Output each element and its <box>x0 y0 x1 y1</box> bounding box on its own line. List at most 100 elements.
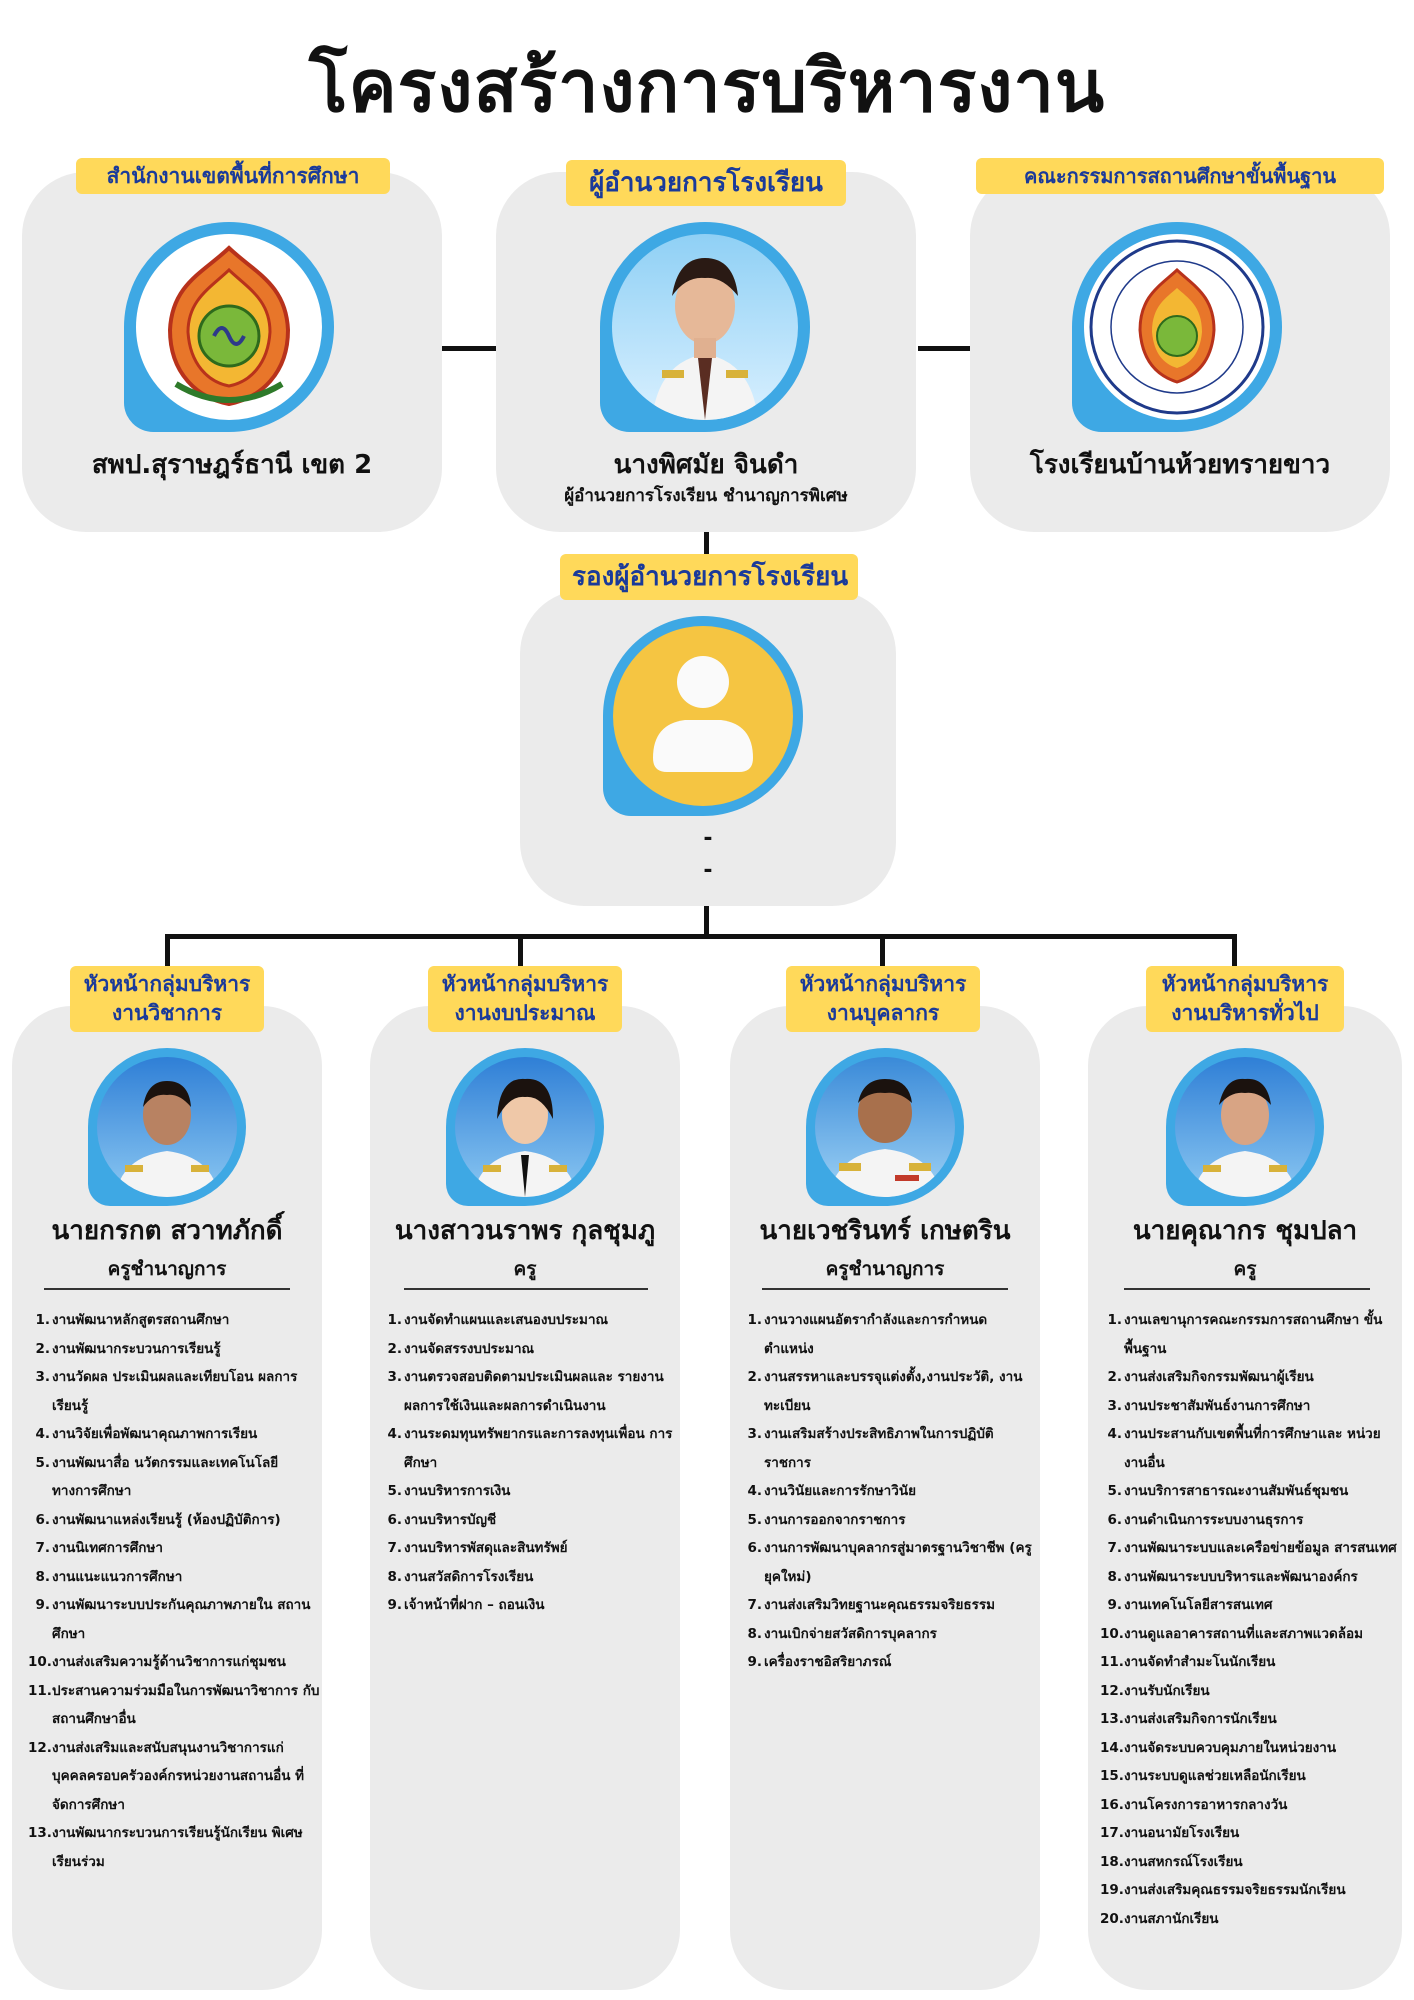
duty-item: 9.งานพัฒนาระบบประกันคุณภาพภายใน สถานศึกษ… <box>35 1597 311 1642</box>
duty-item: 12.งานรับนักเรียน <box>1100 1682 1210 1699</box>
personnel-head-photo-frame <box>806 1048 964 1206</box>
duty-item: 1.งานจัดทำแผนและเสนองบประมาณ <box>387 1312 609 1328</box>
deputy-photo-frame <box>603 616 803 816</box>
connector-line <box>1232 934 1237 968</box>
duty-item: 5.งานพัฒนาสื่อ นวัตกรรมและเทคโนโลยี ทางก… <box>35 1454 279 1500</box>
connector-line <box>918 346 972 351</box>
academic-head-position: ครูชำนาญการ <box>107 1258 227 1280</box>
duty-item: 2.งานจัดสรรงบประมาณ <box>387 1340 535 1357</box>
duty-item: 8.งานแนะแนวการศึกษา <box>35 1568 183 1585</box>
duty-item: 6.งานดำเนินการระบบงานธุรการ <box>1107 1511 1304 1528</box>
divider <box>404 1288 648 1290</box>
connector-line <box>165 934 170 968</box>
budget-head-photo-frame <box>446 1048 604 1206</box>
tag-deputy: รองผู้อำนวยการโรงเรียน <box>560 554 858 600</box>
duty-item: 2.งานสรรหาและบรรจุแต่งตั้ง,งานประวัติ, ง… <box>747 1369 1023 1414</box>
duty-item: 3.งานเสริมสร้างประสิทธิภาพในการปฏิบัติ ร… <box>747 1426 994 1471</box>
connector-line <box>518 934 523 968</box>
duty-item: 7.งานนิเทศการศึกษา <box>35 1540 163 1556</box>
duty-item: 16.งานโครงการอาหารกลางวัน <box>1100 1796 1288 1813</box>
duty-item: 9.งานเทคโนโลยีสารสนเทศ <box>1107 1597 1273 1613</box>
budget-head-photo <box>455 1057 595 1197</box>
academic-head-photo <box>97 1057 237 1197</box>
personnel-head-position: ครูชำนาญการ <box>825 1258 945 1280</box>
deputy-position: - <box>703 858 713 883</box>
duty-item: 3.งานตรวจสอบติดตามประเมินผลและ รายงานผลก… <box>387 1369 664 1414</box>
general-head-position: ครู <box>1233 1258 1257 1280</box>
duty-item: 4.งานระดมทุนทรัพยากรและการลงทุนเพื่อน กา… <box>387 1426 673 1471</box>
academic-duty-list: 1.งานพัฒนาหลักสูตรสถานศึกษา 2.งานพัฒนากร… <box>28 1306 320 1876</box>
office-name: สพป.สุราษฎร์ธานี เขต 2 <box>91 450 373 480</box>
duty-item: 2.งานส่งเสริมกิจกรรมพัฒนาผู้เรียน <box>1107 1369 1314 1385</box>
duty-item: 12.งานส่งเสริมและสนับสนุนงานวิชาการแก่ บ… <box>28 1739 305 1813</box>
duty-item: 6.งานบริหารบัญชี <box>387 1511 497 1528</box>
tag-director: ผู้อำนวยการโรงเรียน <box>566 160 846 206</box>
duty-item: 3.งานวัดผล ประเมินผลและเทียบโอน ผลการเรี… <box>35 1369 298 1414</box>
tag-budget-group: หัวหน้ากลุ่มบริหารงานงบประมาณ <box>428 966 622 1032</box>
director-name: นางพิศมัย จินดำ <box>613 450 799 480</box>
tag-personnel-group: หัวหน้ากลุ่มบริหารงานบุคลากร <box>786 966 980 1032</box>
duty-item: 6.งานพัฒนาแหล่งเรียนรู้ (ห้องปฏิบัติการ) <box>35 1511 281 1528</box>
user-avatar-icon <box>613 626 793 806</box>
duty-item: 4.งานวินัยและการรักษาวินัย <box>747 1483 916 1499</box>
office-seal-logo <box>136 234 322 420</box>
duty-item: 5.งานบริการสาธารณะงานสัมพันธ์ชุมชน <box>1107 1483 1349 1499</box>
duty-item: 10.งานส่งเสริมความรู้ด้านวิชาการแก่ชุมชน <box>28 1654 286 1670</box>
office-logo-frame <box>124 222 334 432</box>
general-head-name: นายคุณากร ชุมปลา <box>1132 1216 1358 1246</box>
duty-item: 18.งานสหกรณ์โรงเรียน <box>1100 1853 1243 1870</box>
academic-head-name: นายกรกต สวาทภักดิ์ <box>51 1216 283 1246</box>
duty-item: 14.งานจัดระบบควบคุมภายในหน่วยงาน <box>1100 1739 1337 1756</box>
page-title: โครงสร้างการบริหารงาน <box>308 44 1106 128</box>
duty-item: 6.งานการพัฒนาบุคลากรสู่มาตรฐานวิชาชีพ (ค… <box>747 1540 1032 1585</box>
duty-item: 3.งานประชาสัมพันธ์งานการศึกษา <box>1107 1397 1311 1414</box>
duty-item: 19.งานส่งเสริมคุณธรรมจริยธรรมนักเรียน <box>1100 1882 1346 1898</box>
school-logo-frame <box>1072 222 1282 432</box>
duty-item: 8.งานสวัสดิการโรงเรียน <box>387 1568 534 1585</box>
divider <box>1124 1288 1370 1290</box>
duty-item: 1.งานพัฒนาหลักสูตรสถานศึกษา <box>35 1312 230 1328</box>
duty-item: 10.งานดูแลอาคารสถานที่และสภาพแวดล้อม <box>1100 1625 1363 1642</box>
divider <box>44 1288 290 1290</box>
tag-education-office: สำนักงานเขตพื้นที่การศึกษา <box>76 158 390 194</box>
duty-item: 5.งานการออกจากราชการ <box>747 1511 906 1528</box>
tag-academic-group: หัวหน้ากลุ่มบริหารงานวิชาการ <box>70 966 264 1032</box>
duty-item: 15.งานระบบดูแลช่วยเหลือนักเรียน <box>1100 1768 1306 1784</box>
school-seal-logo <box>1084 234 1270 420</box>
connector-line <box>440 346 496 351</box>
budget-head-position: ครู <box>513 1258 537 1280</box>
duty-item: 13.งานพัฒนากระบวนการเรียนรู้นักเรียน พิเ… <box>28 1825 303 1870</box>
duty-item: 4.งานวิจัยเพื่อพัฒนาคุณภาพการเรียน <box>35 1426 258 1442</box>
tag-general-group: หัวหน้ากลุ่มบริหารงานบริหารทั่วไป <box>1146 966 1344 1032</box>
duty-item: 11.ประสานความร่วมมือในการพัฒนาวิชาการ กั… <box>28 1682 320 1728</box>
duty-item: 20.งานสภานักเรียน <box>1100 1910 1219 1927</box>
director-photo-frame <box>600 222 810 432</box>
duty-item: 11.งานจัดทำสำมะโนนักเรียน <box>1100 1654 1276 1670</box>
personnel-duty-list: 1.งานวางแผนอัตรากำลังและการกำหนด ตำแหน่ง… <box>740 1306 1036 1677</box>
tag-school-board: คณะกรรมการสถานศึกษาขั้นพื้นฐาน <box>976 158 1384 194</box>
director-position: ผู้อำนวยการโรงเรียน ชำนาญการพิเศษ <box>564 486 848 506</box>
duty-item: 13.งานส่งเสริมกิจการนักเรียน <box>1100 1711 1277 1727</box>
divider <box>762 1288 1008 1290</box>
duty-item: 8.งานเบิกจ่ายสวัสดิการบุคลากร <box>747 1625 937 1642</box>
duty-item: 5.งานบริหารการเงิน <box>387 1483 511 1499</box>
school-name: โรงเรียนบ้านห้วยทรายขาว <box>1029 450 1331 480</box>
duty-item: 2.งานพัฒนากระบวนการเรียนรู้ <box>35 1340 221 1357</box>
duty-item: 7.งานส่งเสริมวิทยฐานะคุณธรรมจริยธรรม <box>747 1597 996 1613</box>
academic-head-photo-frame <box>88 1048 246 1206</box>
duty-item: 9.เจ้าหน้าที่ฝาก – ถอนเงิน <box>387 1597 545 1613</box>
general-head-photo <box>1175 1057 1315 1197</box>
duty-item: 7.งานพัฒนาระบบและเครือข่ายข้อมูล สารสนเท… <box>1107 1540 1397 1556</box>
duty-item: 9.เครื่องราชอิสริยาภรณ์ <box>747 1654 892 1670</box>
general-head-photo-frame <box>1166 1048 1324 1206</box>
duty-item: 1.งานวางแผนอัตรากำลังและการกำหนด ตำแหน่ง <box>747 1312 988 1357</box>
connector-line <box>880 934 885 968</box>
budget-head-name: นางสาวนราพร กุลชุมภู <box>394 1216 656 1246</box>
duty-item: 8.งานพัฒนาระบบบริหารและพัฒนาองค์กร <box>1107 1568 1358 1585</box>
personnel-head-photo <box>815 1057 955 1197</box>
duty-item: 4.งานประสานกับเขตพื้นที่การศึกษาและ หน่ว… <box>1107 1426 1381 1471</box>
connector-line <box>704 900 709 938</box>
duty-item: 7.งานบริหารพัสดุและสินทรัพย์ <box>387 1540 568 1556</box>
personnel-head-name: นายเวชรินทร์ เกษตริน <box>759 1216 1011 1246</box>
duty-item: 1.งานเลขานุการคณะกรรมการสถานศึกษา ขั้นพื… <box>1107 1312 1383 1357</box>
